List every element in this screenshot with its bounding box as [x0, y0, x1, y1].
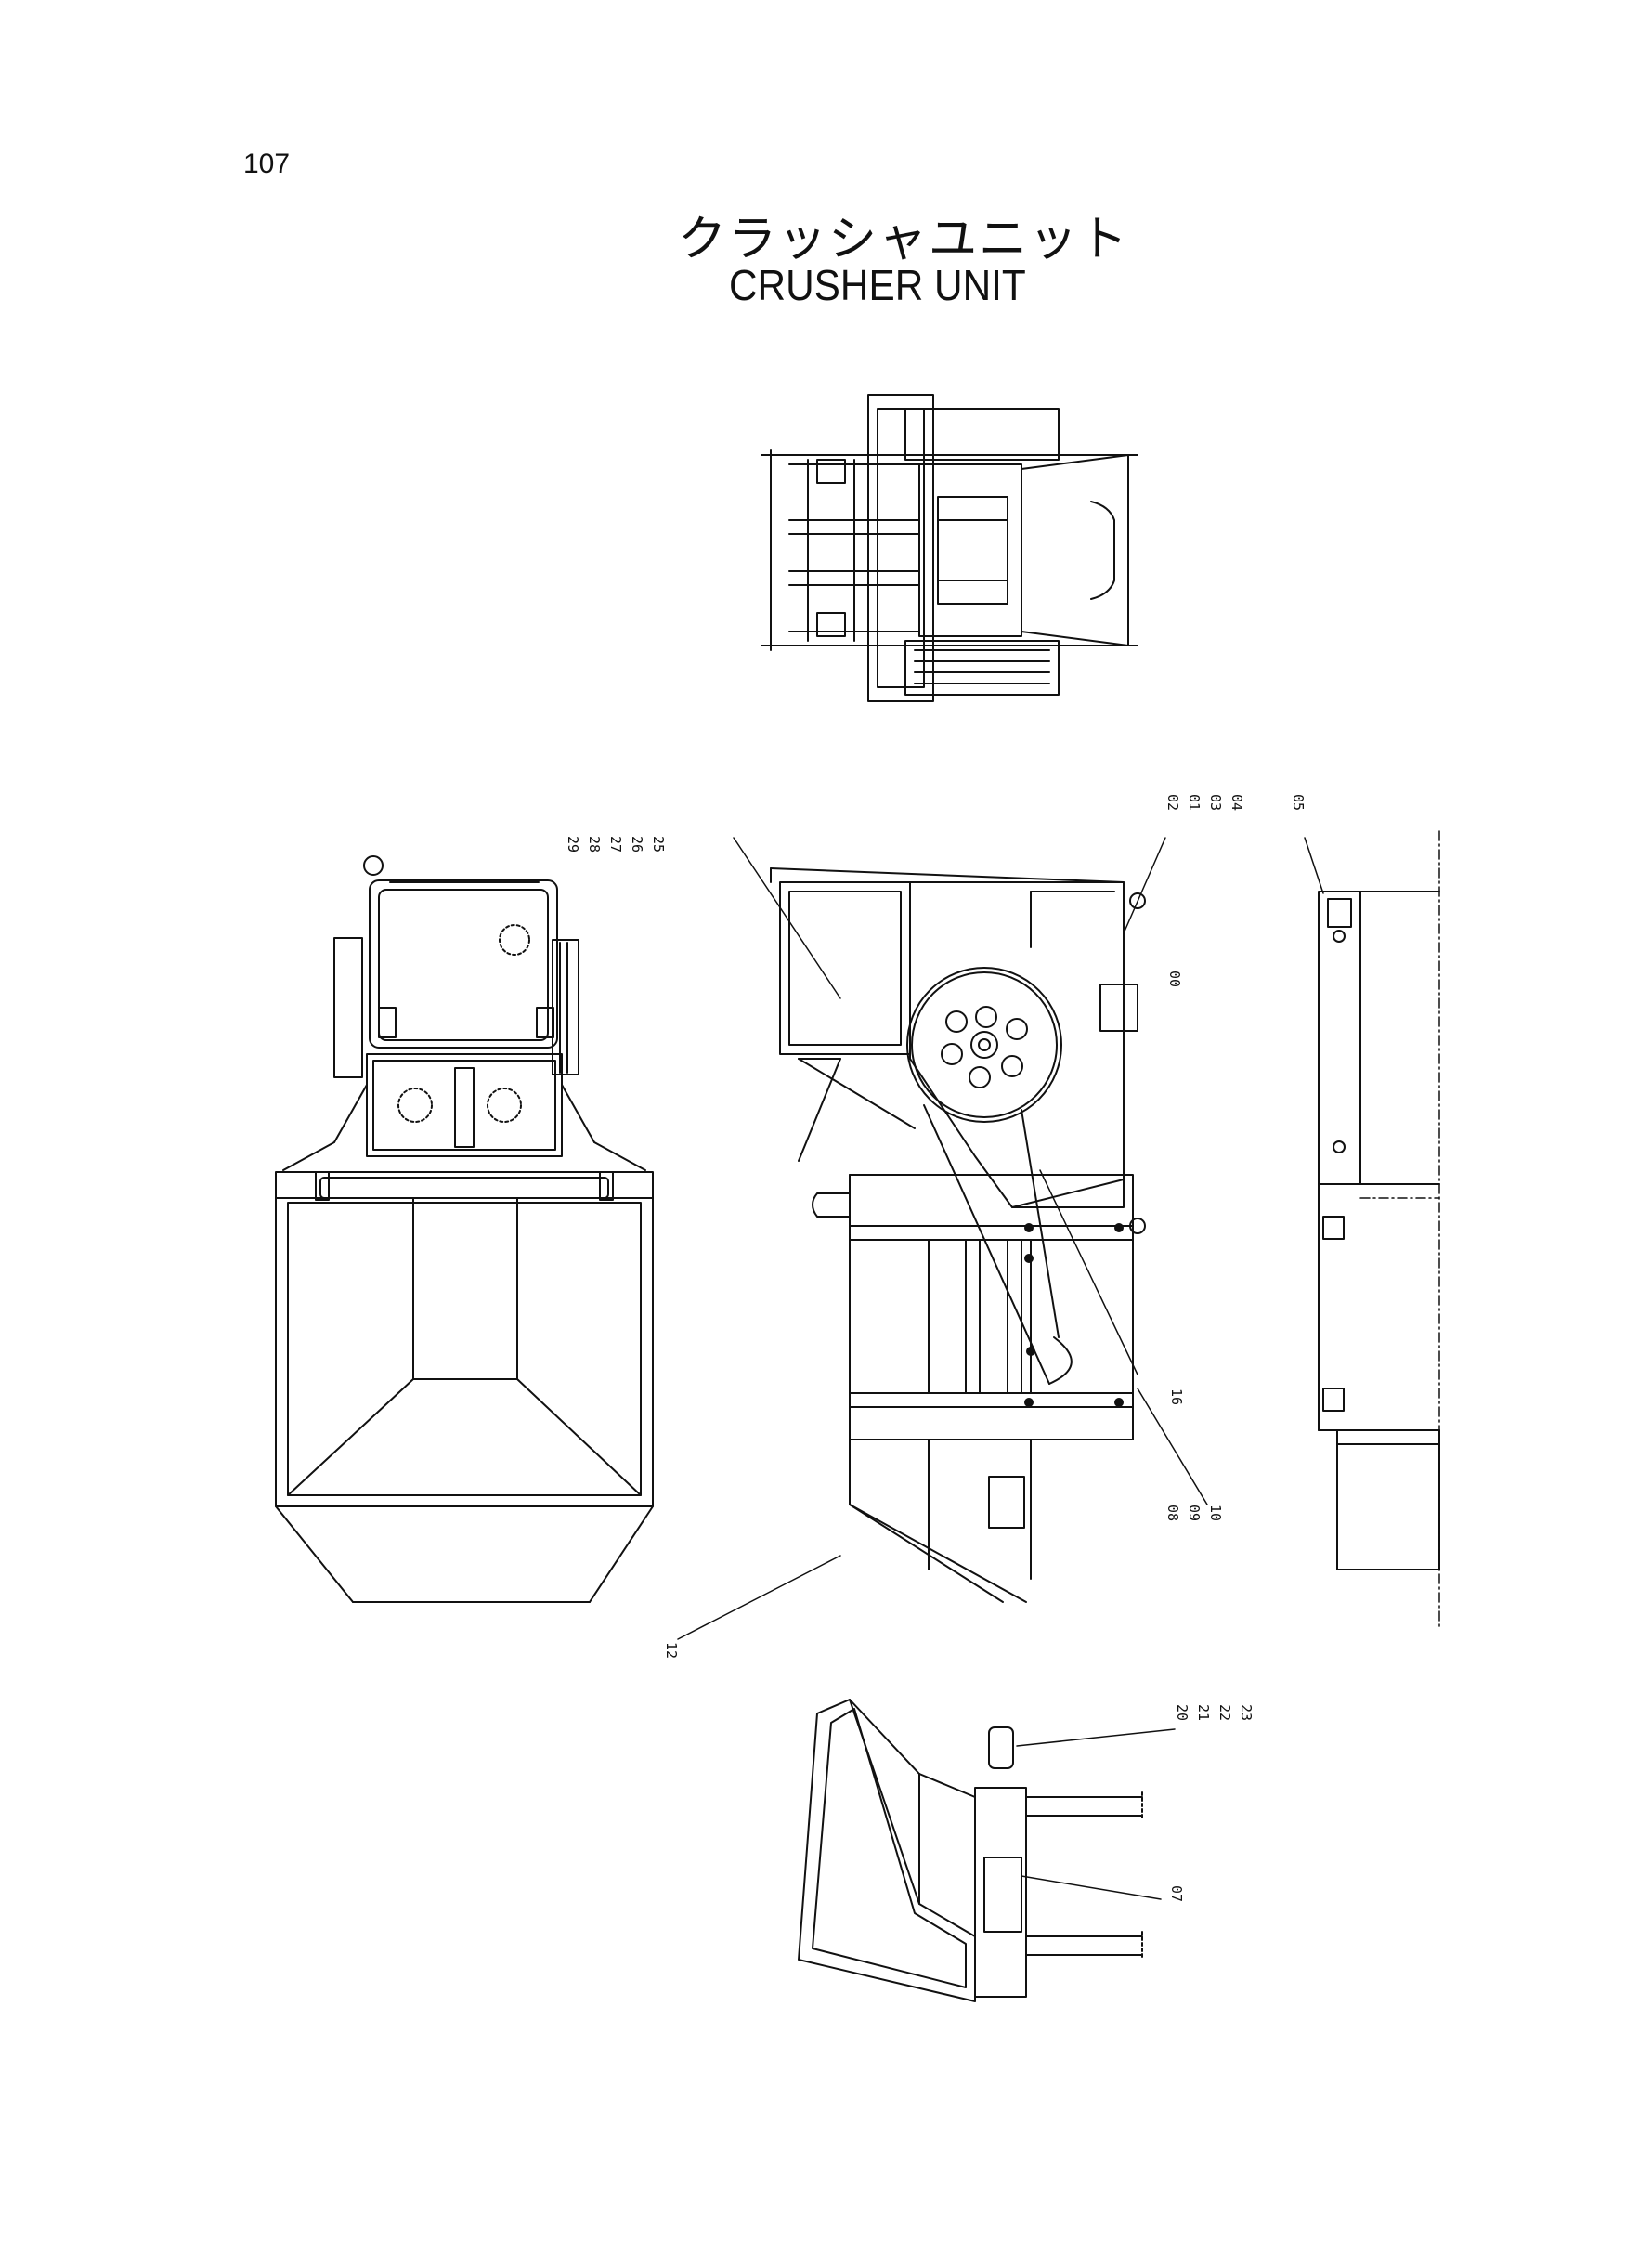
title-japanese: クラッシャユニット	[678, 212, 1130, 267]
callout-29: 29	[565, 836, 581, 853]
callout-01: 01	[1186, 794, 1203, 811]
callout-28: 28	[586, 836, 603, 853]
callout-08: 08	[1164, 1505, 1181, 1521]
callout-26: 26	[629, 836, 645, 853]
title-english: CRUSHER UNIT	[729, 261, 1026, 309]
callout-labels: 29 28 27 26 25 02 01 03 04 05 00 16 08 0…	[565, 794, 1307, 1902]
callout-07: 07	[1168, 1885, 1185, 1902]
right-view	[1318, 830, 1440, 1631]
callout-22: 22	[1216, 1704, 1233, 1721]
bottom-view	[798, 1699, 1143, 2002]
callout-12: 12	[663, 1642, 680, 1659]
callout-04: 04	[1229, 794, 1245, 811]
callout-00: 00	[1166, 971, 1183, 987]
callout-02: 02	[1164, 794, 1181, 811]
callout-25: 25	[650, 836, 667, 853]
page-number: 107	[243, 149, 291, 179]
callout-16: 16	[1168, 1388, 1185, 1405]
callout-20: 20	[1174, 1704, 1190, 1721]
callout-09: 09	[1186, 1505, 1203, 1521]
callout-23: 23	[1238, 1704, 1255, 1721]
side-view	[770, 867, 1146, 1603]
callout-27: 27	[607, 836, 624, 853]
callout-05: 05	[1290, 794, 1307, 811]
left-view	[275, 855, 654, 1603]
leader-lines	[677, 837, 1324, 1900]
callout-10: 10	[1207, 1505, 1224, 1521]
callout-03: 03	[1207, 794, 1224, 811]
top-view	[761, 394, 1138, 702]
callout-21: 21	[1195, 1704, 1212, 1721]
